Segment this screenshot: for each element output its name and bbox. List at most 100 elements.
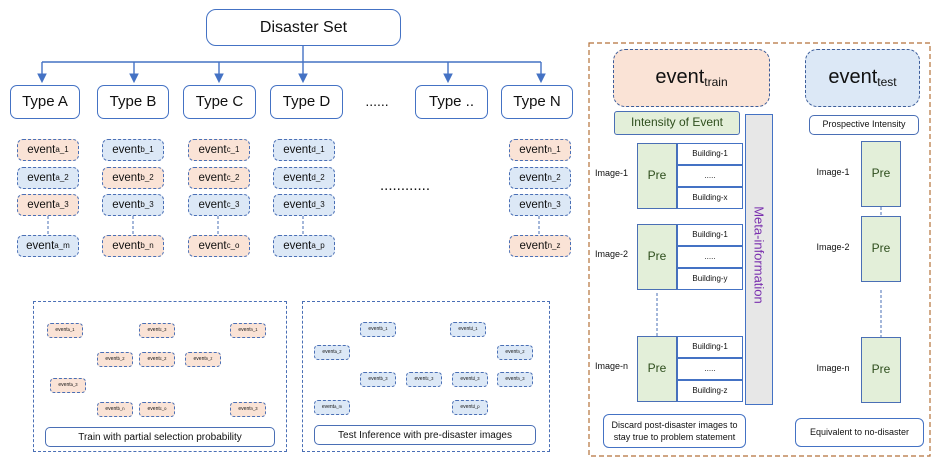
event-prefix: event <box>27 171 56 184</box>
event-prefix: event <box>283 239 312 252</box>
pre-box: Pre <box>637 143 677 209</box>
ellipsis-text: ...... <box>365 93 389 110</box>
event-prefix: event <box>519 239 548 252</box>
prospective-intensity: Prospective Intensity <box>809 115 919 135</box>
type-c-box: Type C <box>183 85 256 119</box>
event-prefix: event <box>147 355 160 362</box>
type-label: Type B <box>109 92 157 110</box>
event-prefix: event <box>283 198 312 211</box>
event-prefix: event <box>283 171 312 184</box>
event-prefix: event <box>55 326 68 333</box>
event-prefix: event <box>147 326 160 333</box>
pre-box: Pre <box>861 141 901 207</box>
event-subscript: a_m <box>334 404 343 410</box>
event-subscript: a_3 <box>70 382 78 388</box>
event-subscript: n_3 <box>547 199 561 209</box>
pre-box: Pre <box>637 336 677 402</box>
event-subscript: c_3 <box>159 327 167 333</box>
event-subscript: n_z <box>547 240 561 250</box>
event-subscript: b_2 <box>140 172 154 182</box>
test-note-text: Equivalent to no-disaster <box>809 427 910 438</box>
type-label: Type C <box>195 92 244 110</box>
event-subscript: a_2 <box>334 349 342 355</box>
train-note: Discard post-disaster images to stay tru… <box>603 414 746 448</box>
type-label: Type .. <box>428 92 475 110</box>
prospective-intensity-text: Prospective Intensity <box>822 119 906 130</box>
intensity-of-event: Intensity of Event <box>614 111 740 135</box>
event-subscript: c_1 <box>226 144 240 154</box>
event-subscript: a_1 <box>55 144 69 154</box>
type-ellipsis: ...... <box>352 90 402 114</box>
event-train-label: eventtrain <box>655 66 727 89</box>
event-prefix: event <box>368 375 381 382</box>
test-caption-text: Test Inference with pre-disaster images <box>338 429 512 441</box>
type-n-box: Type N <box>501 85 573 119</box>
building-cell: Building-1 <box>677 336 743 358</box>
building-cell: ..... <box>677 165 743 187</box>
event-subscript: c_2 <box>226 172 240 182</box>
building-cell: Building-y <box>677 268 743 290</box>
event-prefix: event <box>105 355 118 362</box>
event-prefix: event <box>519 171 548 184</box>
event-prefix: event <box>26 239 55 252</box>
event-prefix: event <box>198 143 227 156</box>
event-subscript: a_p <box>311 240 325 250</box>
event-subscript: n_1 <box>547 144 561 154</box>
event-subscript: b_n <box>117 406 125 412</box>
event-subscript: a_3 <box>55 199 69 209</box>
pre-box: Pre <box>861 337 901 403</box>
event-prefix: event <box>112 239 141 252</box>
train-panel <box>33 301 287 452</box>
event-subscript: b_1 <box>380 326 388 332</box>
intensity-of-event-text: Intensity of Event <box>630 115 724 130</box>
event-test-box: eventtest <box>805 49 920 107</box>
event-subscript: c_2 <box>159 356 167 362</box>
pre-box: Pre <box>861 216 901 282</box>
train-caption-text: Train with partial selection probability <box>78 431 242 443</box>
type-label: Type D <box>282 92 331 110</box>
event-prefix: event <box>193 355 206 362</box>
event-prefix: event <box>505 375 518 382</box>
event-prefix: event <box>460 403 473 410</box>
event-prefix: event <box>238 405 251 412</box>
building-cell: Building-z <box>677 380 743 402</box>
event-train-box: eventtrain <box>613 49 770 107</box>
event-subscript: c_3 <box>226 199 240 209</box>
event-train-sub: train <box>704 75 728 90</box>
columns-dots-text: ............ <box>379 176 430 194</box>
event-subscript: n_2 <box>517 349 525 355</box>
event-subscript: d_2 <box>311 172 325 182</box>
train-caption: Train with partial selection probability <box>45 427 275 447</box>
event-subscript: c_o <box>226 240 240 250</box>
event-subscript: n_z <box>205 356 213 362</box>
event-subscript: d_3 <box>472 376 480 382</box>
event-prefix: event <box>458 325 471 332</box>
event-subscript: b_1 <box>140 144 154 154</box>
event-prefix: event <box>321 403 335 410</box>
